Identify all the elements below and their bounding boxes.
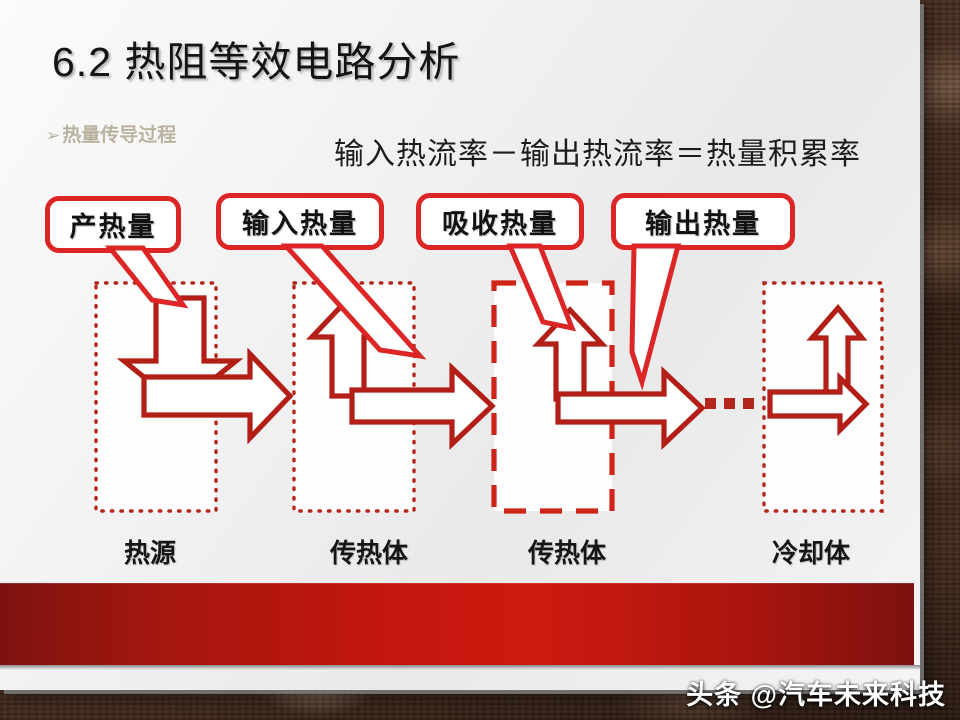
block-caption-3: 传热体 (528, 539, 607, 568)
callout-label: 产热量 (69, 212, 157, 242)
page-title: 6.2 热阻等效电路分析 (52, 39, 461, 85)
bullet-arrow-icon: ➢ (46, 126, 61, 145)
callout-absorb-heat[interactable]: 吸收热量 (416, 193, 584, 250)
callout-label: 吸收热量 (442, 209, 558, 239)
callout-produce-heat[interactable]: 产热量 (45, 196, 181, 253)
slide-canvas: 6.2 热阻等效电路分析 ➢热量传导过程 输入热流率－输出热流率＝热量积累率 .… (0, 0, 920, 690)
footer-band (0, 583, 914, 665)
callout-input-heat[interactable]: 输入热量 (216, 193, 384, 250)
block-caption-4: 冷却体 (772, 539, 851, 568)
footer-shadow (0, 665, 920, 670)
callout-output-heat[interactable]: 输出热量 (611, 193, 795, 250)
section-bullet: ➢热量传导过程 (46, 120, 176, 147)
right-arrow-1 (141, 347, 294, 445)
block-caption-1: 热源 (124, 539, 177, 568)
right-arrow-4 (767, 371, 870, 437)
callout-label: 输出热量 (645, 209, 761, 239)
heat-flow-diagram: .box-dot { fill:#fdfdfd; stroke:#b3261c;… (94, 280, 884, 514)
section-bullet-label: 热量传导过程 (62, 125, 177, 146)
watermark: 头条 @汽车未来科技 (686, 680, 946, 710)
block-caption-2: 传热体 (330, 539, 409, 568)
heat-balance-equation: 输入热流率－输出热流率＝热量积累率 (334, 138, 861, 171)
callout-label: 输入热量 (242, 209, 358, 239)
ellipsis-dots (705, 398, 754, 409)
right-arrow-2 (349, 361, 496, 451)
